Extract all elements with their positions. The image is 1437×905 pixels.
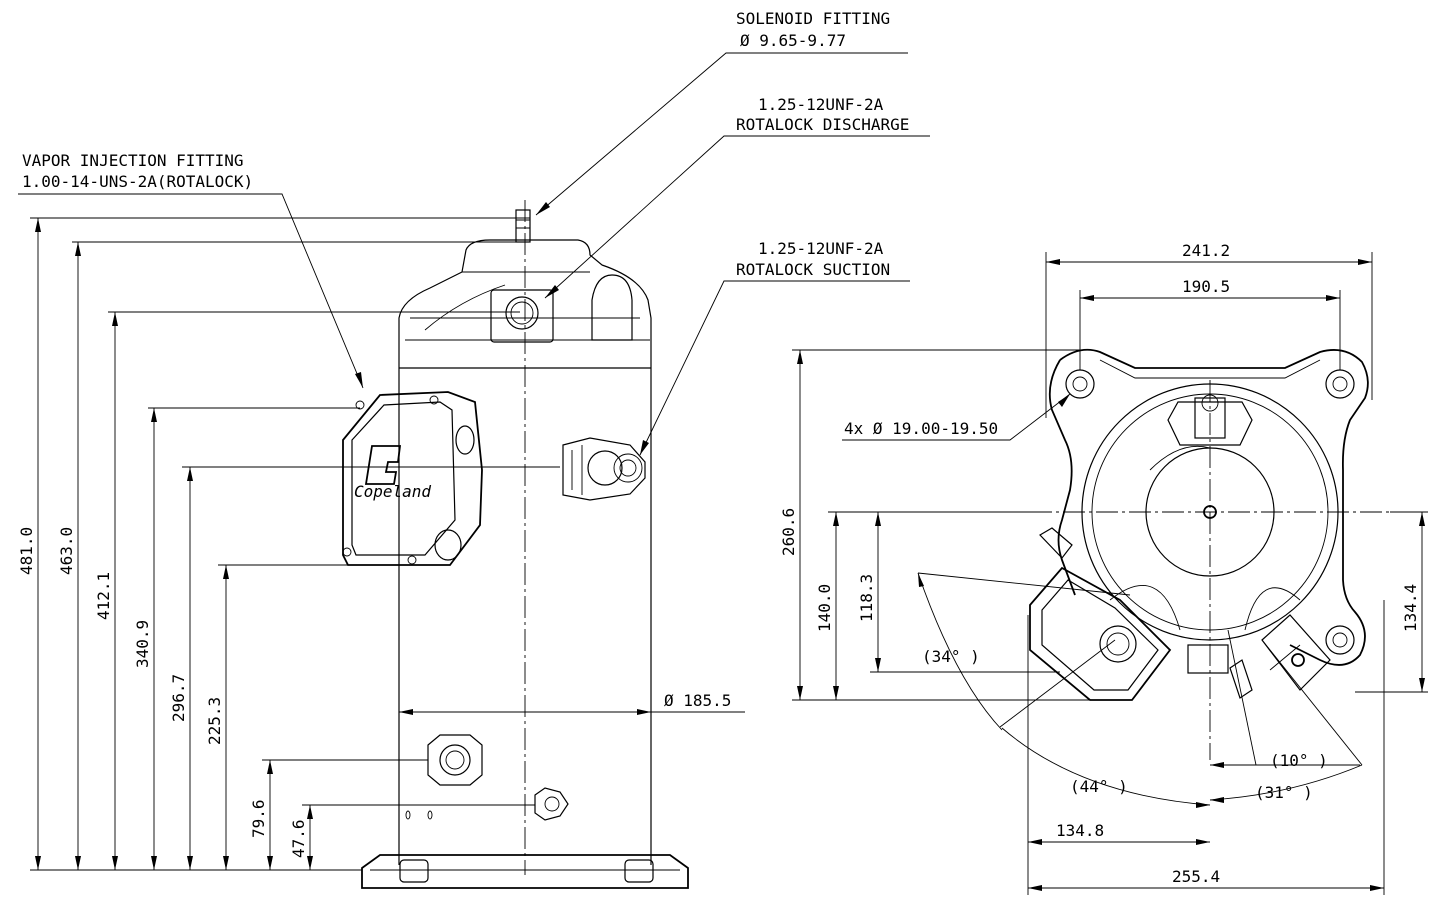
- dim-260: 260.6: [779, 508, 798, 556]
- solenoid-top: [1167, 401, 1253, 446]
- vapor-label-1: VAPOR INJECTION FITTING: [22, 151, 244, 170]
- dim-190: 190.5: [1182, 277, 1230, 296]
- dim-134-4: 134.4: [1401, 584, 1420, 632]
- top-view: [1029, 348, 1390, 760]
- dim-340: 340.9: [133, 620, 152, 668]
- dim-241: 241.2: [1182, 241, 1230, 260]
- angle-34: (34° ): [922, 647, 980, 666]
- angle-31: (31° ): [1255, 783, 1313, 802]
- top-cap: [398, 239, 652, 368]
- solenoid-label-2: Ø 9.65-9.77: [740, 31, 846, 50]
- bottom-fitting: [1187, 644, 1229, 674]
- vapor-injection-box: Copeland: [342, 391, 483, 566]
- dim-255: 255.4: [1172, 867, 1220, 886]
- logo-text: Copeland: [354, 482, 431, 501]
- dim-134-8: 134.8: [1056, 821, 1104, 840]
- dim-296: 296.7: [169, 674, 188, 722]
- solenoid-fitting: [515, 209, 531, 243]
- suction-top: [1261, 614, 1331, 691]
- dim-118: 118.3: [857, 574, 876, 622]
- mount-hole: [1065, 369, 1095, 399]
- dim-140: 140.0: [815, 584, 834, 632]
- mounting-plate: [1048, 348, 1369, 666]
- solenoid-label-1: SOLENOID FITTING: [736, 9, 890, 28]
- left-dimensions: 481.0 463.0 412.1 340.9 296.7 225.3 79.6…: [17, 217, 560, 871]
- dim-47: 47.6: [289, 819, 308, 858]
- mount-hole: [1325, 369, 1355, 399]
- angle-44: (44° ): [1070, 777, 1128, 796]
- holes-label: 4x Ø 19.00-19.50: [844, 419, 998, 438]
- lower-fitting-small: [534, 787, 569, 821]
- discharge-fitting: [490, 289, 554, 343]
- dim-481: 481.0: [17, 527, 36, 575]
- vapor-box-top: [1029, 566, 1172, 701]
- copeland-logo-icon: [364, 445, 402, 485]
- mount-hole: [1325, 625, 1355, 655]
- dim-463: 463.0: [57, 527, 76, 575]
- dim-412: 412.1: [94, 572, 113, 620]
- angle-ref-34: [917, 572, 1131, 596]
- lower-fitting-large: [427, 734, 483, 786]
- diameter-label: Ø 185.5: [664, 691, 731, 710]
- vapor-label-2: 1.00-14-UNS-2A(ROTALOCK): [22, 172, 253, 191]
- discharge-label-2: ROTALOCK DISCHARGE: [736, 115, 909, 134]
- suction-label-2: ROTALOCK SUCTION: [736, 260, 890, 279]
- angle-10: (10° ): [1270, 751, 1328, 770]
- suction-fitting: [562, 437, 646, 501]
- discharge-label-1: 1.25-12UNF-2A: [758, 95, 884, 114]
- base-plate: [361, 854, 689, 889]
- right-dimensions: 241.2 190.5 260.6 140.0 118.3 134.4 134.…: [779, 241, 1428, 895]
- suction-label-1: 1.25-12UNF-2A: [758, 239, 884, 258]
- top-right-boss: [591, 274, 633, 341]
- dim-79: 79.6: [249, 799, 268, 838]
- side-view: Copeland: [342, 200, 745, 889]
- dim-225: 225.3: [205, 697, 224, 745]
- left-leaders: SOLENOID FITTING Ø 9.65-9.77 1.25-12UNF-…: [18, 9, 930, 456]
- side-fitting: [1039, 527, 1073, 559]
